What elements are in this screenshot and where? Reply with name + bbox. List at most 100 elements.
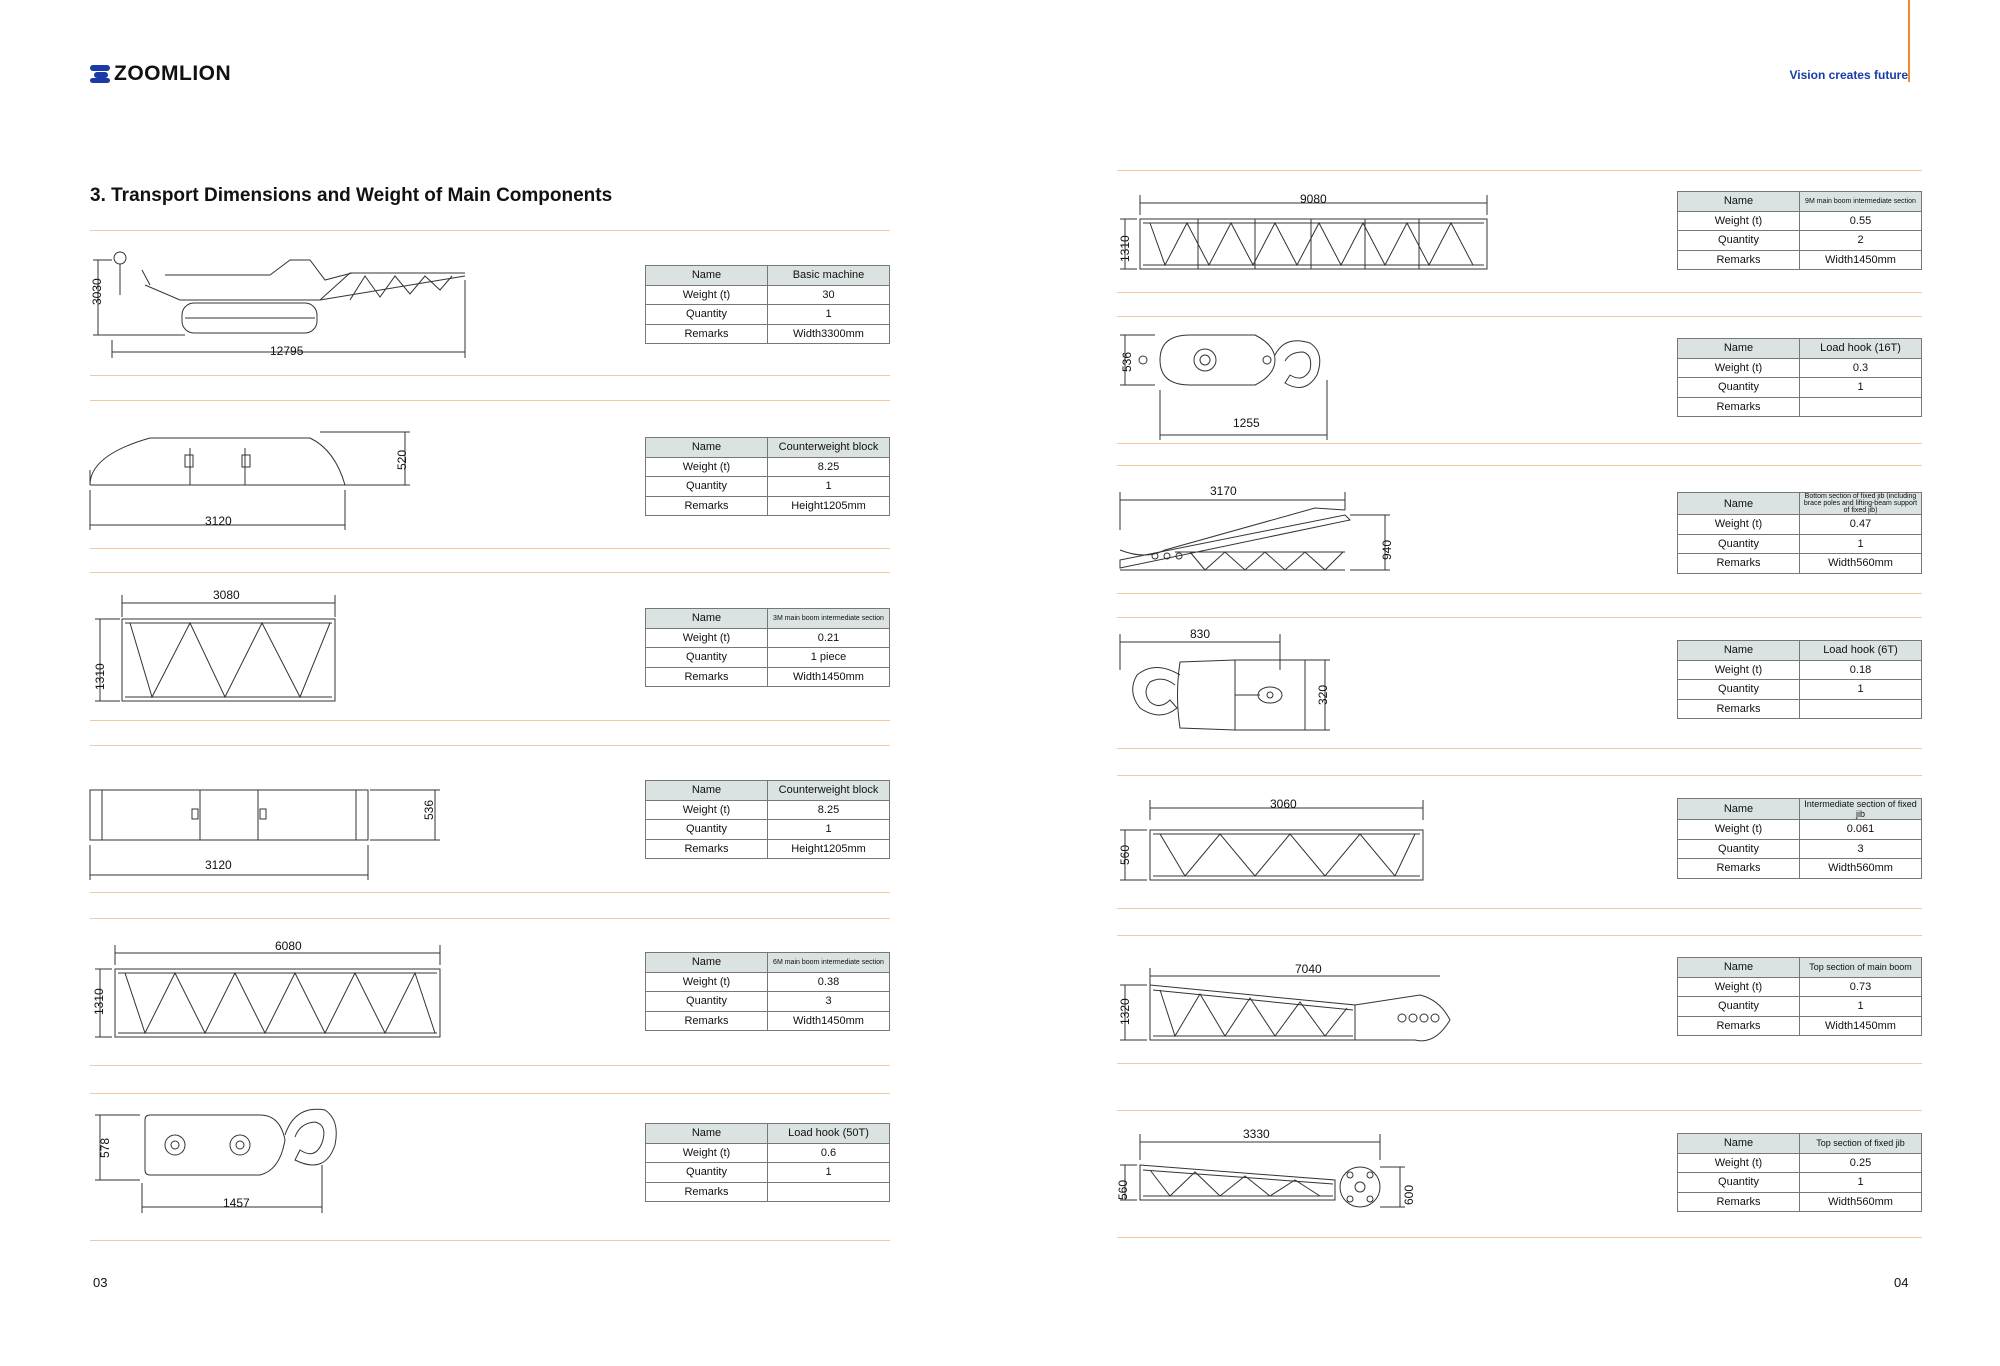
spec-label: Quantity [1677, 1172, 1800, 1193]
separator-line [90, 548, 890, 549]
separator-line [1117, 316, 1922, 317]
spec-label: Name [645, 1123, 768, 1144]
spec-label: Remarks [1677, 553, 1800, 574]
spec-label: Weight (t) [645, 971, 768, 992]
spec-row-weight: Weight (t)0.061 [1677, 819, 1922, 840]
spec-label: Remarks [1677, 1015, 1800, 1036]
spec-label: Remarks [1677, 249, 1800, 270]
dim-height: 560 [1118, 844, 1132, 865]
spec-label: Weight (t) [1677, 514, 1800, 535]
spec-label: Name [1677, 492, 1800, 515]
spec-value: 1 [1799, 533, 1922, 554]
spec-value: 3M main boom intermediate section [767, 608, 890, 629]
spec-value: Width1450mm [767, 1010, 890, 1031]
spec-label: Quantity [645, 647, 768, 668]
spec-label: Remarks [1677, 698, 1800, 719]
spec-value: 3 [1799, 838, 1922, 859]
spec-label: Remarks [645, 666, 768, 687]
spec-label: Remarks [645, 838, 768, 859]
separator-line [90, 1093, 890, 1094]
spec-label: Name [1677, 191, 1800, 212]
spec-label: Weight (t) [645, 284, 768, 305]
spec-value: 1 [767, 1162, 890, 1183]
separator-line [90, 892, 890, 893]
dim-length: 7040 [1295, 962, 1322, 976]
drawing-3m-main-boom-section [95, 595, 336, 702]
drawing-load-hook-50t [95, 1108, 337, 1213]
spec-value: 0.3 [1799, 357, 1922, 378]
dim-height: 1310 [93, 663, 107, 690]
spec-row-weight: Weight (t)0.47 [1677, 514, 1922, 535]
spec-row-weight: Weight (t)0.18 [1677, 659, 1922, 680]
drawing-basic-machine [93, 251, 466, 358]
spec-value: 0.25 [1799, 1152, 1922, 1173]
dim-length: 830 [1190, 627, 1211, 641]
dim-height: 3030 [90, 278, 104, 305]
spec-value: 0.55 [1799, 210, 1922, 231]
spec-label: Name [645, 608, 768, 629]
drawing-bottom-section-fixed-jib [1119, 492, 1390, 571]
separator-line [1117, 908, 1922, 909]
spec-value: 8.25 [767, 456, 890, 477]
dim-height: 1310 [92, 988, 106, 1015]
dim-length: 12795 [270, 344, 304, 358]
spec-row-weight: Weight (t)0.38 [645, 971, 890, 992]
spec-label: Weight (t) [1677, 1152, 1800, 1173]
spec-row-remarks: Remarks [645, 1181, 890, 1202]
spec-label: Remarks [1677, 396, 1800, 417]
spec-label: Quantity [1677, 230, 1800, 251]
dim-height: 940 [1380, 539, 1394, 560]
spec-row-weight: Weight (t)0.25 [1677, 1152, 1922, 1173]
separator-line [90, 400, 890, 401]
separator-line [90, 375, 890, 376]
spec-value: Top section of main boom [1799, 957, 1922, 978]
logo-text: ZOOMLION [114, 62, 232, 85]
separator-line [90, 230, 890, 231]
spec-value: Bottom section of fixed jib (including b… [1799, 492, 1922, 515]
spec-label: Name [1677, 957, 1800, 978]
spec-value: 1 [767, 476, 890, 497]
dim-length: 3120 [205, 858, 232, 872]
dim-height: 560 [1116, 1179, 1130, 1200]
drawing-load-hook-6t [1119, 634, 1330, 731]
spec-value: Load hook (50T) [767, 1123, 890, 1144]
drawing-top-section-fixed-jib [1120, 1134, 1405, 1208]
spec-value: Counterweight block [767, 437, 890, 458]
spec-label: Quantity [645, 819, 768, 840]
drawing-counterweight-block-1 [89, 431, 410, 530]
spec-label: Name [645, 265, 768, 286]
separator-line [90, 572, 890, 573]
spec-value: Intermediate section of fixed jib [1799, 798, 1922, 820]
spec-value: 0.73 [1799, 976, 1922, 997]
spec-value: 6M main boom intermediate section [767, 952, 890, 973]
spec-value: Width3300mm [767, 323, 890, 344]
dim-height: 1310 [1118, 235, 1132, 262]
spec-label: Quantity [645, 476, 768, 497]
spec-value: 1 [767, 304, 890, 325]
spec-value: 2 [1799, 230, 1922, 251]
spec-label: Name [1677, 640, 1800, 661]
spec-value: 0.38 [767, 971, 890, 992]
spec-value: 9M main boom intermediate section [1799, 191, 1922, 212]
